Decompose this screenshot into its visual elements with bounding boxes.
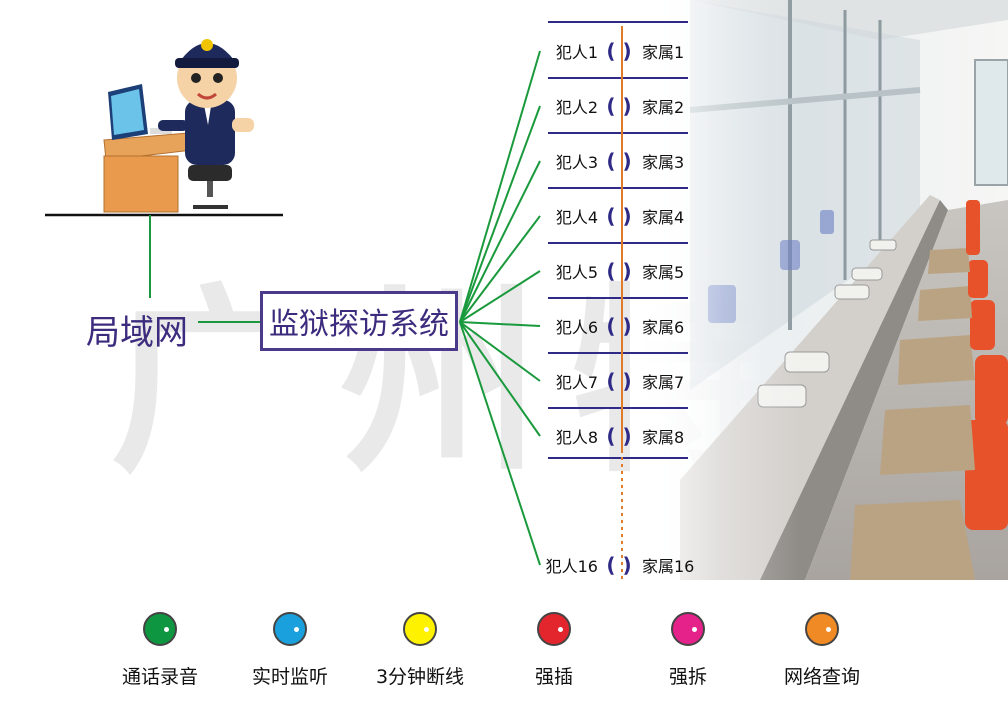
prisoner-label: 犯人6 [555,318,598,337]
family-label: 家属8 [642,428,685,447]
prisoner-label: 犯人2 [555,98,598,117]
handset-icon: ( ) [606,39,632,63]
fanout-line [459,321,541,566]
station-row: 犯人2 ( ) 家属2 [540,94,684,118]
legend-item: 强拆 [628,612,748,689]
fanout-line [459,321,541,327]
station-row: 犯人1 ( ) 家属1 [540,39,684,63]
legend-dot-icon [273,612,307,646]
legend-item: 网络查询 [762,612,882,689]
prisoner-label: 犯人8 [555,428,598,447]
legend-label: 3分钟断线 [375,666,465,688]
family-label: 家属2 [642,98,685,117]
handset-icon: ( ) [606,369,632,393]
booth-photo-graphic [630,0,1008,580]
station-dividers [548,21,688,459]
fanout-line [459,50,541,323]
handset-icon: ( ) [606,314,632,338]
legend-item: 实时监听 [230,612,350,689]
legend-item: 强插 [494,612,614,689]
family-label: 家属16 [642,557,695,576]
handset-icon: ( ) [606,94,632,118]
station-row: 犯人8 ( ) 家属8 [540,424,684,448]
prisoner-label: 犯人1 [555,43,598,62]
legend-dot-icon [671,612,705,646]
station-row: 犯人7 ( ) 家属7 [540,369,684,393]
legend-dot-icon [537,612,571,646]
station-row: 犯人3 ( ) 家属3 [540,149,684,173]
station-row: 犯人5 ( ) 家属5 [540,259,684,283]
legend-label: 实时监听 [251,666,328,688]
handset-icon: ( ) [606,553,632,577]
station-row: 犯人16 ( ) 家属16 [540,553,695,577]
fanout-lines [459,50,541,566]
fanout-line [459,215,541,323]
legend-dot-icon [805,612,839,646]
prisoner-label: 犯人7 [555,373,598,392]
prisoner-label: 犯人4 [555,208,598,227]
prison-visit-system-box: 监狱探访系统 [260,291,458,351]
lan-label: 局域网 [86,313,188,353]
prisoner-label: 犯人3 [555,153,598,172]
family-label: 家属3 [642,153,685,172]
legend-dot-icon [143,612,177,646]
legend-item: 3分钟断线 [360,612,480,689]
fanout-line [459,270,541,323]
handset-icon: ( ) [606,149,632,173]
station-row: 犯人4 ( ) 家属4 [540,204,684,228]
handset-icon: ( ) [606,424,632,448]
legend-dot-icon [403,612,437,646]
prisoner-label: 犯人16 [545,557,598,576]
fanout-line [459,321,541,437]
legend-item: 通话录音 [100,612,220,689]
handset-icon: ( ) [606,204,632,228]
fanout-line [459,105,541,323]
legend-label: 强插 [534,666,573,688]
family-label: 家属7 [642,373,685,392]
station-row: 犯人6 ( ) 家属6 [540,314,684,338]
prisoner-label: 犯人5 [555,263,598,282]
handset-icon: ( ) [606,259,632,283]
family-label: 家属6 [642,318,685,337]
system-label: 监狱探访系统 [269,307,449,342]
family-label: 家属5 [642,263,685,282]
police-operator-at-computer-icon [103,39,254,213]
legend-label: 强拆 [668,666,707,688]
family-label: 家属4 [642,208,685,227]
legend-label: 网络查询 [783,666,860,688]
family-label: 家属1 [642,43,685,62]
visiting-booth-photo [630,0,1008,580]
legend-label: 通话录音 [121,666,198,688]
fanout-line [459,321,541,382]
fanout-line [459,160,541,323]
